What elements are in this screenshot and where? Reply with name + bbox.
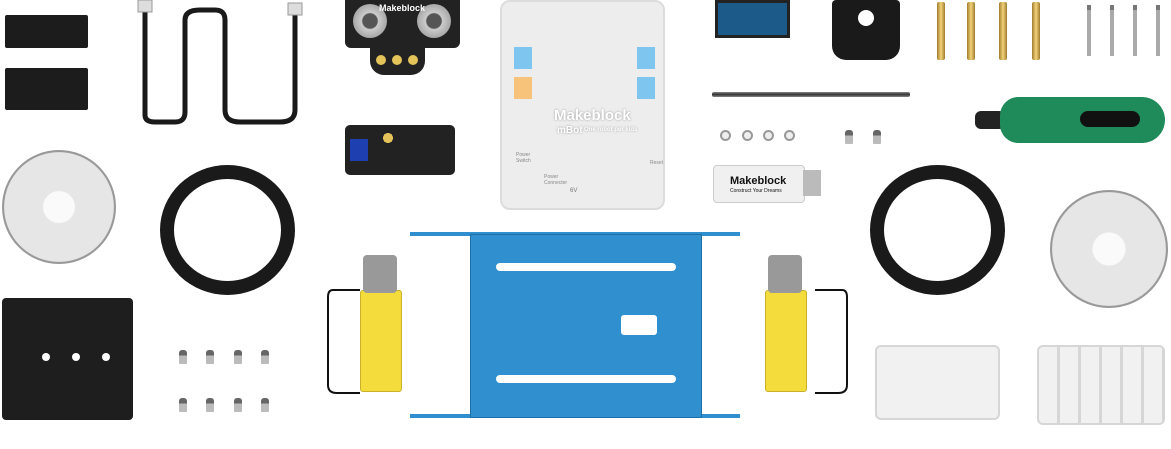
brass-standoff <box>999 2 1007 60</box>
screw <box>206 350 214 364</box>
dongle-tagline: Construct Your Dreams <box>730 188 782 194</box>
brass-standoff <box>967 2 975 60</box>
tire-left <box>160 165 295 295</box>
small-screw <box>873 130 881 144</box>
sensor-brand: Makeblock <box>379 3 426 13</box>
velcro-pad-bottom <box>5 68 88 110</box>
board-tagline: One robot per kids <box>584 127 638 133</box>
bluetooth-module <box>715 0 790 38</box>
usb-dongle: Makeblock Construct Your Dreams <box>713 165 805 203</box>
sensor-holder <box>832 0 900 60</box>
nut <box>742 130 753 141</box>
screw <box>179 398 187 412</box>
dongle-brand: Makeblock <box>730 175 787 187</box>
battery-case-cover <box>875 345 1000 420</box>
screw <box>179 350 187 364</box>
power-connector-label: Power Connecter <box>544 174 568 186</box>
screw <box>234 398 242 412</box>
wheel-right <box>1050 190 1168 308</box>
screw <box>234 350 242 364</box>
board-model: mBot <box>557 125 583 136</box>
chassis <box>410 230 740 420</box>
wheel-left <box>2 150 116 264</box>
motor-right <box>765 290 807 392</box>
long-screw <box>1110 5 1114 56</box>
nut <box>784 130 795 141</box>
tire-right <box>870 165 1005 295</box>
nut <box>763 130 774 141</box>
long-screw <box>1156 5 1160 56</box>
motor-left <box>360 290 402 392</box>
long-screw <box>1087 5 1091 56</box>
board-brand: Makeblock <box>554 107 631 124</box>
line-follower-module <box>345 125 455 175</box>
screw <box>261 398 269 412</box>
ultrasonic-sensor: Makeblock <box>345 0 460 48</box>
motor-wire-left <box>327 289 360 394</box>
reset-label: Reset <box>650 160 664 166</box>
power-switch-label: Power Switch <box>516 152 531 164</box>
screwdriver-bit <box>712 92 910 97</box>
long-screw <box>1133 5 1137 56</box>
velcro-pad-top <box>5 15 88 48</box>
mcore-board: Makeblock mBot One robot per kids Power … <box>500 0 665 210</box>
small-screw <box>845 130 853 144</box>
brass-standoff <box>1032 2 1040 60</box>
battery-holder <box>2 298 133 420</box>
nut <box>720 130 731 141</box>
screwdriver <box>975 97 1165 143</box>
connector-cable <box>137 0 303 125</box>
motor-wire-right <box>815 289 848 394</box>
battery-case-grid <box>1037 345 1165 425</box>
brass-standoff <box>937 2 945 60</box>
screw <box>206 398 214 412</box>
screw <box>261 350 269 364</box>
voltage-label: 6V <box>570 188 578 194</box>
